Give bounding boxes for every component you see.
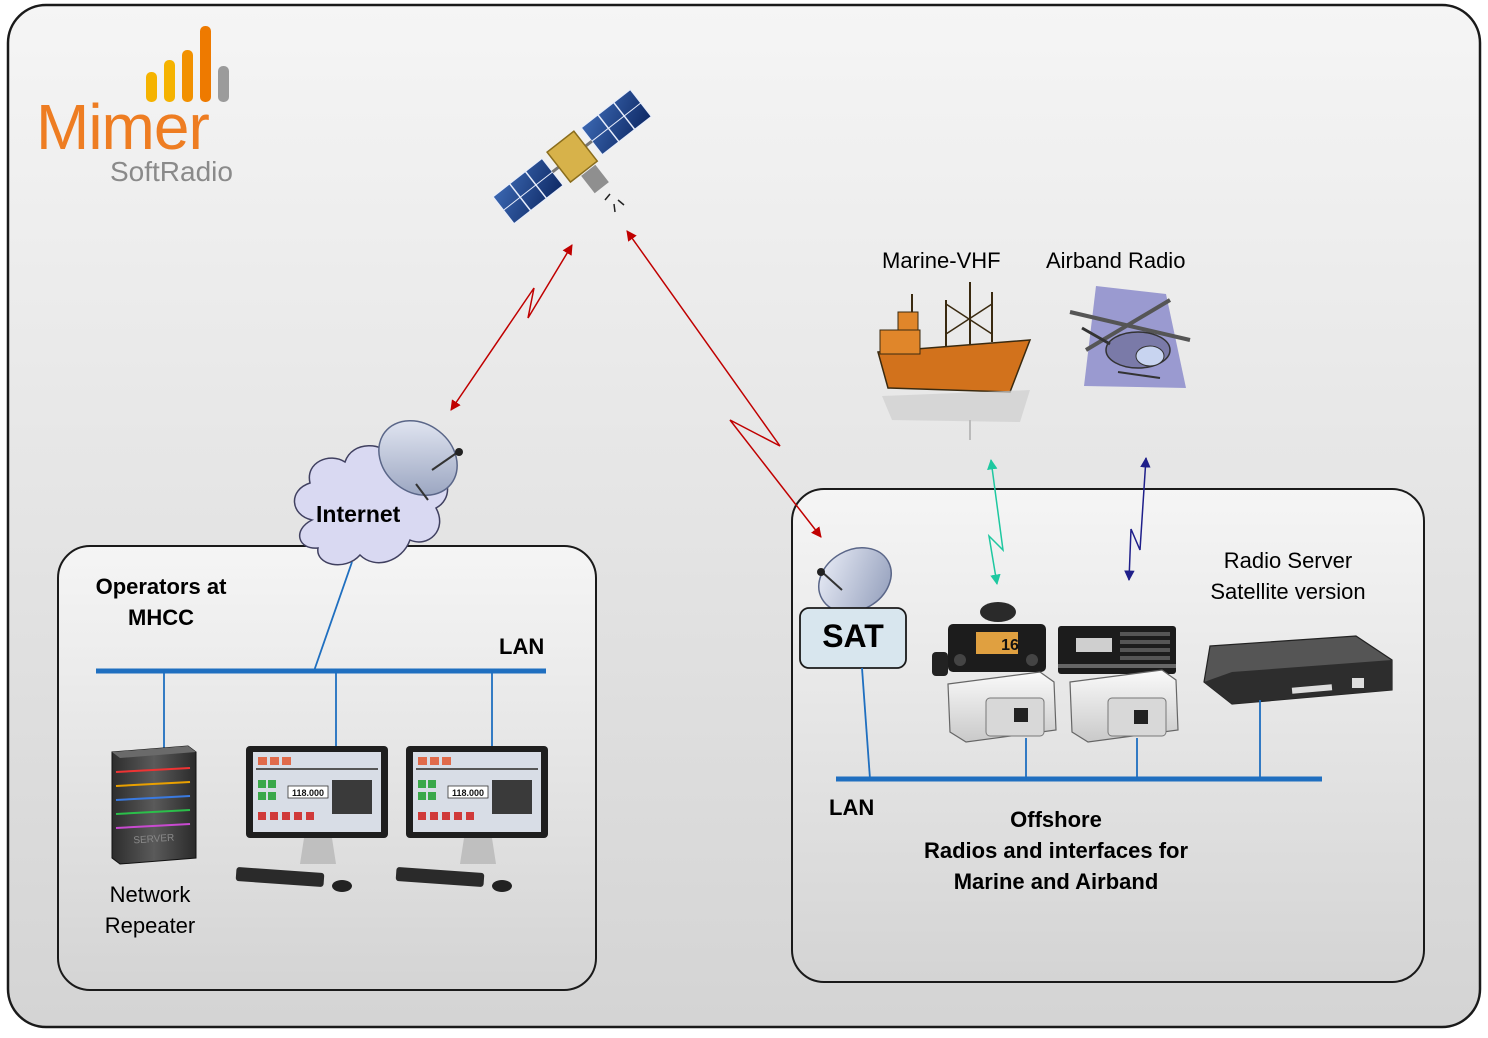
ship-icon xyxy=(877,282,1032,440)
sat-terminal-box xyxy=(799,607,907,669)
marine-vhf-link xyxy=(987,458,1005,586)
airband-radio-icon xyxy=(1058,626,1176,674)
logo-product: SoftRadio xyxy=(110,156,233,187)
marine-interface-box xyxy=(947,671,1057,743)
helicopter-icon xyxy=(1069,286,1191,388)
radio-server-icon xyxy=(1203,635,1393,705)
screen-2-frequency: 118.000 xyxy=(452,788,484,798)
network-repeater-label: Network Repeater xyxy=(80,882,220,939)
satellite-link-internet xyxy=(450,244,573,411)
internet-label: Internet xyxy=(316,501,401,527)
sat-label: SAT xyxy=(822,618,884,654)
logo-brand: Mimer xyxy=(36,91,210,163)
server-label-text: SERVER xyxy=(133,833,175,847)
screen-1-frequency: 118.000 xyxy=(292,788,324,798)
operators-title: Operators at MHCC xyxy=(72,574,250,631)
left-lan xyxy=(96,561,546,750)
right-lan xyxy=(836,667,1322,782)
offshore-line1: Offshore xyxy=(1010,807,1102,832)
network-repeater-line1: Network xyxy=(109,882,191,907)
airband-radio-label: Airband Radio xyxy=(1046,248,1186,273)
offshore-dish-icon xyxy=(817,547,892,613)
airband-interface-box xyxy=(1069,669,1179,743)
right-lan-label: LAN xyxy=(829,795,875,820)
offshore-caption: Offshore Radios and interfaces for Marin… xyxy=(886,807,1226,895)
offshore-line2: Radios and interfaces for xyxy=(923,838,1189,863)
marine-vhf-radio-icon xyxy=(932,602,1046,676)
offshore-line3: Marine and Airband xyxy=(953,869,1159,894)
radio-server-label: Radio Server Satellite version xyxy=(1180,548,1396,605)
operator-workstation-2 xyxy=(395,746,548,892)
network-repeater-line2: Repeater xyxy=(104,913,196,938)
airband-link xyxy=(1124,456,1151,582)
operator-workstation-1 xyxy=(235,746,388,892)
left-lan-label: LAN xyxy=(499,634,545,659)
operators-title-line1: Operators at xyxy=(95,574,227,599)
marine-radio-display: 16 xyxy=(1001,637,1019,654)
radio-server-line1: Radio Server xyxy=(1223,548,1353,573)
satellite-icon xyxy=(492,88,652,225)
internet-dish-icon xyxy=(378,420,463,501)
radio-server-line2: Satellite version xyxy=(1210,579,1366,604)
mimer-logo-icon xyxy=(146,26,229,102)
satellite-link-offshore xyxy=(626,230,822,538)
marine-vhf-label: Marine-VHF xyxy=(882,248,1001,273)
network-repeater-server-icon xyxy=(111,745,197,865)
operators-title-line2: MHCC xyxy=(128,605,194,630)
